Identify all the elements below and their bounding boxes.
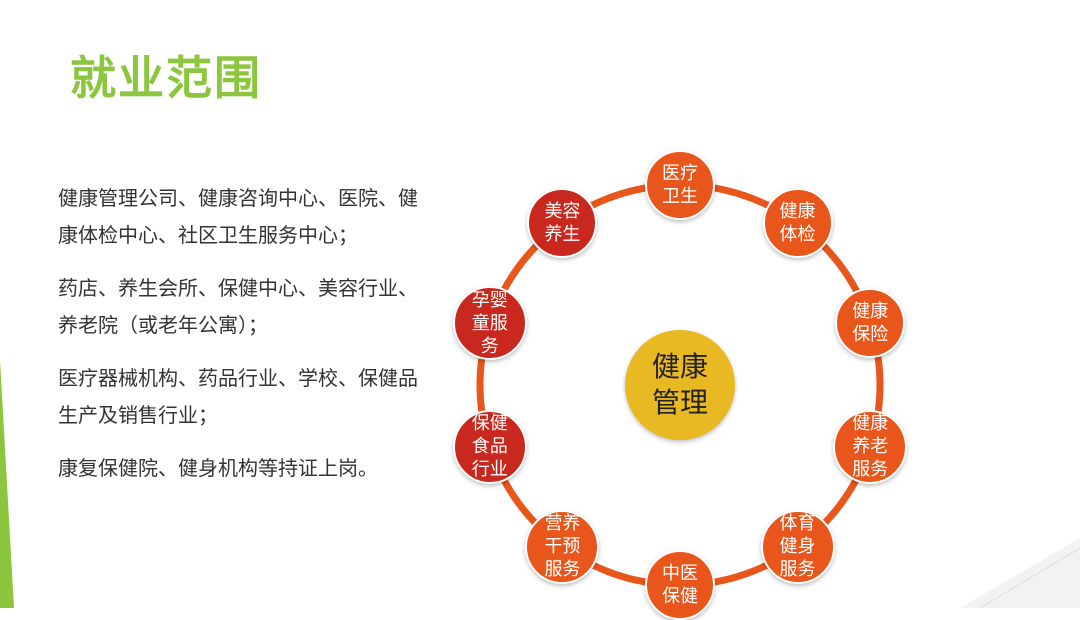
paragraph: 药店、养生会所、保健中心、美容行业、养老院（或老年公寓）；	[58, 276, 418, 337]
ring-node-label: 保健食品行业	[471, 413, 508, 481]
ring-node-label: 体育健身服务	[779, 513, 816, 581]
ring-node: 健康体检	[762, 188, 833, 259]
ring-node: 美容养生	[527, 188, 598, 259]
left-green-accent	[0, 360, 14, 608]
ring-node-label: 孕婴童服务	[471, 289, 508, 357]
ring-node: 体育健身服务	[760, 509, 835, 584]
ring-node-label: 营养干预服务	[544, 513, 581, 581]
ring-node-label: 健康保险	[852, 301, 889, 346]
ring-node-label: 医疗卫生	[662, 163, 698, 207]
paragraph: 医疗器械机构、药品行业、学校、保健品生产及销售行业；	[58, 366, 418, 427]
paragraph: 健康管理公司、健康咨询中心、医院、健康体检中心、社区卫生服务中心；	[58, 186, 418, 247]
ring-node-label: 中医保健	[662, 563, 698, 607]
paragraph: 康复保健院、健身机构等持证上岗。	[58, 456, 378, 480]
ring-node-label: 美容养生	[544, 201, 581, 246]
ring-node: 孕婴童服务	[452, 286, 527, 361]
page-title: 就业范围	[70, 51, 262, 105]
ring-node: 健康保险	[835, 288, 906, 359]
ring-node-label: 健康体检	[779, 201, 816, 246]
center-node: 健康管理	[625, 330, 735, 440]
ring-node: 中医保健	[645, 550, 715, 620]
employment-text: 健康管理公司、健康咨询中心、医院、健康体检中心、社区卫生服务中心； 药店、养生会…	[58, 180, 430, 503]
ring-node-label: 健康养老服务	[852, 413, 889, 481]
ring-node: 营养干预服务	[525, 509, 600, 584]
ring-node: 保健食品行业	[452, 409, 527, 484]
ring-node: 健康养老服务	[833, 409, 908, 484]
health-management-diagram: 健康管理 医疗卫生健康体检健康保险健康养老服务体育健身服务中医保健 营养干预服务保…	[440, 115, 920, 620]
corner-decoration	[960, 538, 1080, 608]
ring-node: 医疗卫生	[645, 150, 715, 220]
